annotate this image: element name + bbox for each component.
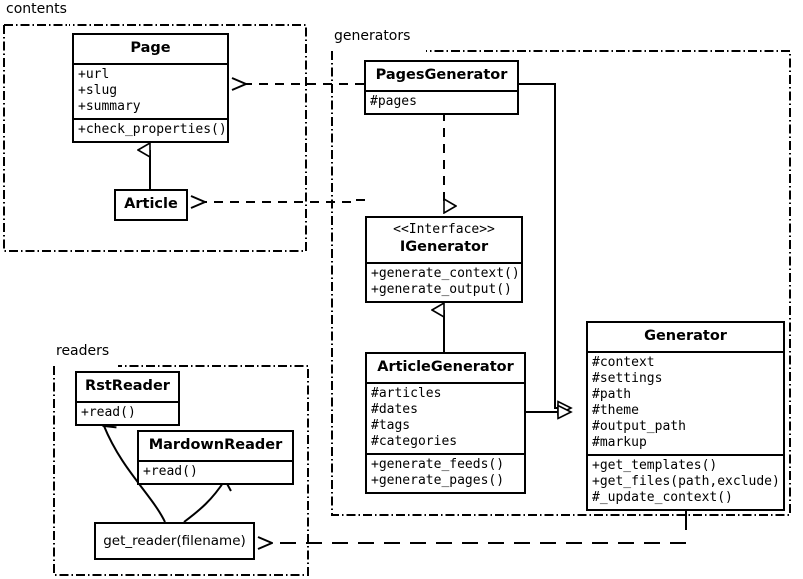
class-header-igenerator: <<Interface>> IGenerator (367, 218, 521, 262)
operation: #_update_context() (592, 489, 733, 505)
attribute: #theme (592, 402, 639, 418)
class-operations-page: +check_properties() (74, 117, 227, 141)
class-attributes-page: +url +slug +summary (74, 62, 227, 118)
attribute: #articles (371, 385, 442, 401)
function-box-get-reader[interactable]: get_reader(filename) (94, 522, 255, 560)
class-name-mardownreader: MardownReader (148, 437, 283, 453)
class-name-page: Page (130, 40, 171, 56)
operation: +get_templates() (592, 457, 718, 473)
class-operations-rstreader: +read() (77, 400, 178, 424)
class-box-generator[interactable]: Generator #context #settings #path #them… (586, 321, 785, 511)
operation: +generate_feeds() (371, 456, 505, 472)
operation: +get_files(path,exclude) (592, 473, 780, 489)
package-frame-generators (331, 50, 791, 516)
class-name-article: Article (124, 196, 178, 212)
package-label-readers: readers (56, 343, 109, 359)
attribute: #tags (371, 417, 411, 433)
attribute: +url (78, 66, 110, 82)
class-box-pagesgenerator[interactable]: PagesGenerator #pages (364, 60, 519, 115)
attribute: #settings (592, 370, 663, 386)
class-box-igenerator[interactable]: <<Interface>> IGenerator +generate_conte… (365, 216, 523, 304)
class-name-generator: Generator (644, 328, 727, 344)
edge-get-reader-returns-rstreader (104, 426, 166, 523)
class-box-articlegenerator[interactable]: ArticleGenerator #articles #dates #tags … (365, 352, 526, 494)
class-attributes-pagesgenerator: #pages (366, 89, 517, 113)
class-name-rstreader: RstReader (85, 378, 170, 394)
package-frame-readers (53, 365, 309, 576)
operation: +generate_output() (371, 282, 512, 298)
attribute: +summary (78, 98, 141, 114)
function-label-get-reader: get_reader(filename) (103, 533, 246, 549)
class-attributes-generator: #context #settings #path #theme #output_… (588, 350, 783, 454)
operation: +read() (81, 404, 136, 420)
edge-articlegenerator-uses-article (205, 200, 365, 202)
operation: +generate_context() (371, 266, 520, 282)
class-operations-generator: +get_templates() +get_files(path,exclude… (588, 453, 783, 509)
attribute: #pages (370, 93, 417, 109)
class-box-rstreader[interactable]: RstReader +read() (75, 371, 180, 426)
class-stereotype-igenerator: <<Interface>> (393, 222, 495, 237)
class-box-mardownreader[interactable]: MardownReader +read() (137, 430, 294, 485)
class-operations-articlegenerator: +generate_feeds() +generate_pages() (367, 452, 524, 492)
operation: +read() (143, 463, 198, 479)
attribute: +slug (78, 82, 118, 98)
package-label-generators: generators (334, 28, 410, 44)
attribute: #categories (371, 433, 458, 449)
attribute: #markup (592, 434, 647, 450)
attribute: #path (592, 386, 632, 402)
package-frame-contents (3, 24, 307, 252)
package-label-contents: contents (6, 1, 67, 17)
class-name-igenerator: IGenerator (399, 238, 489, 255)
class-box-page[interactable]: Page +url +slug +summary +check_properti… (72, 33, 229, 143)
class-name-pagesgenerator: PagesGenerator (375, 67, 508, 83)
class-operations-mardownreader: +read() (139, 459, 292, 483)
operation: +generate_pages() (371, 472, 505, 488)
class-name-articlegenerator: ArticleGenerator (377, 359, 514, 375)
edge-pagesgenerator-inherits-generator (519, 83, 571, 408)
attribute: #dates (371, 401, 418, 417)
attribute: #context (592, 354, 655, 370)
class-attributes-articlegenerator: #articles #dates #tags #categories (367, 381, 524, 453)
class-box-article[interactable]: Article (114, 189, 188, 221)
attribute: #output_path (592, 418, 686, 434)
operation: +check_properties() (78, 121, 227, 137)
class-operations-igenerator: +generate_context() +generate_output() (367, 262, 521, 301)
edge-get-reader-returns-mardownreader (183, 480, 225, 523)
